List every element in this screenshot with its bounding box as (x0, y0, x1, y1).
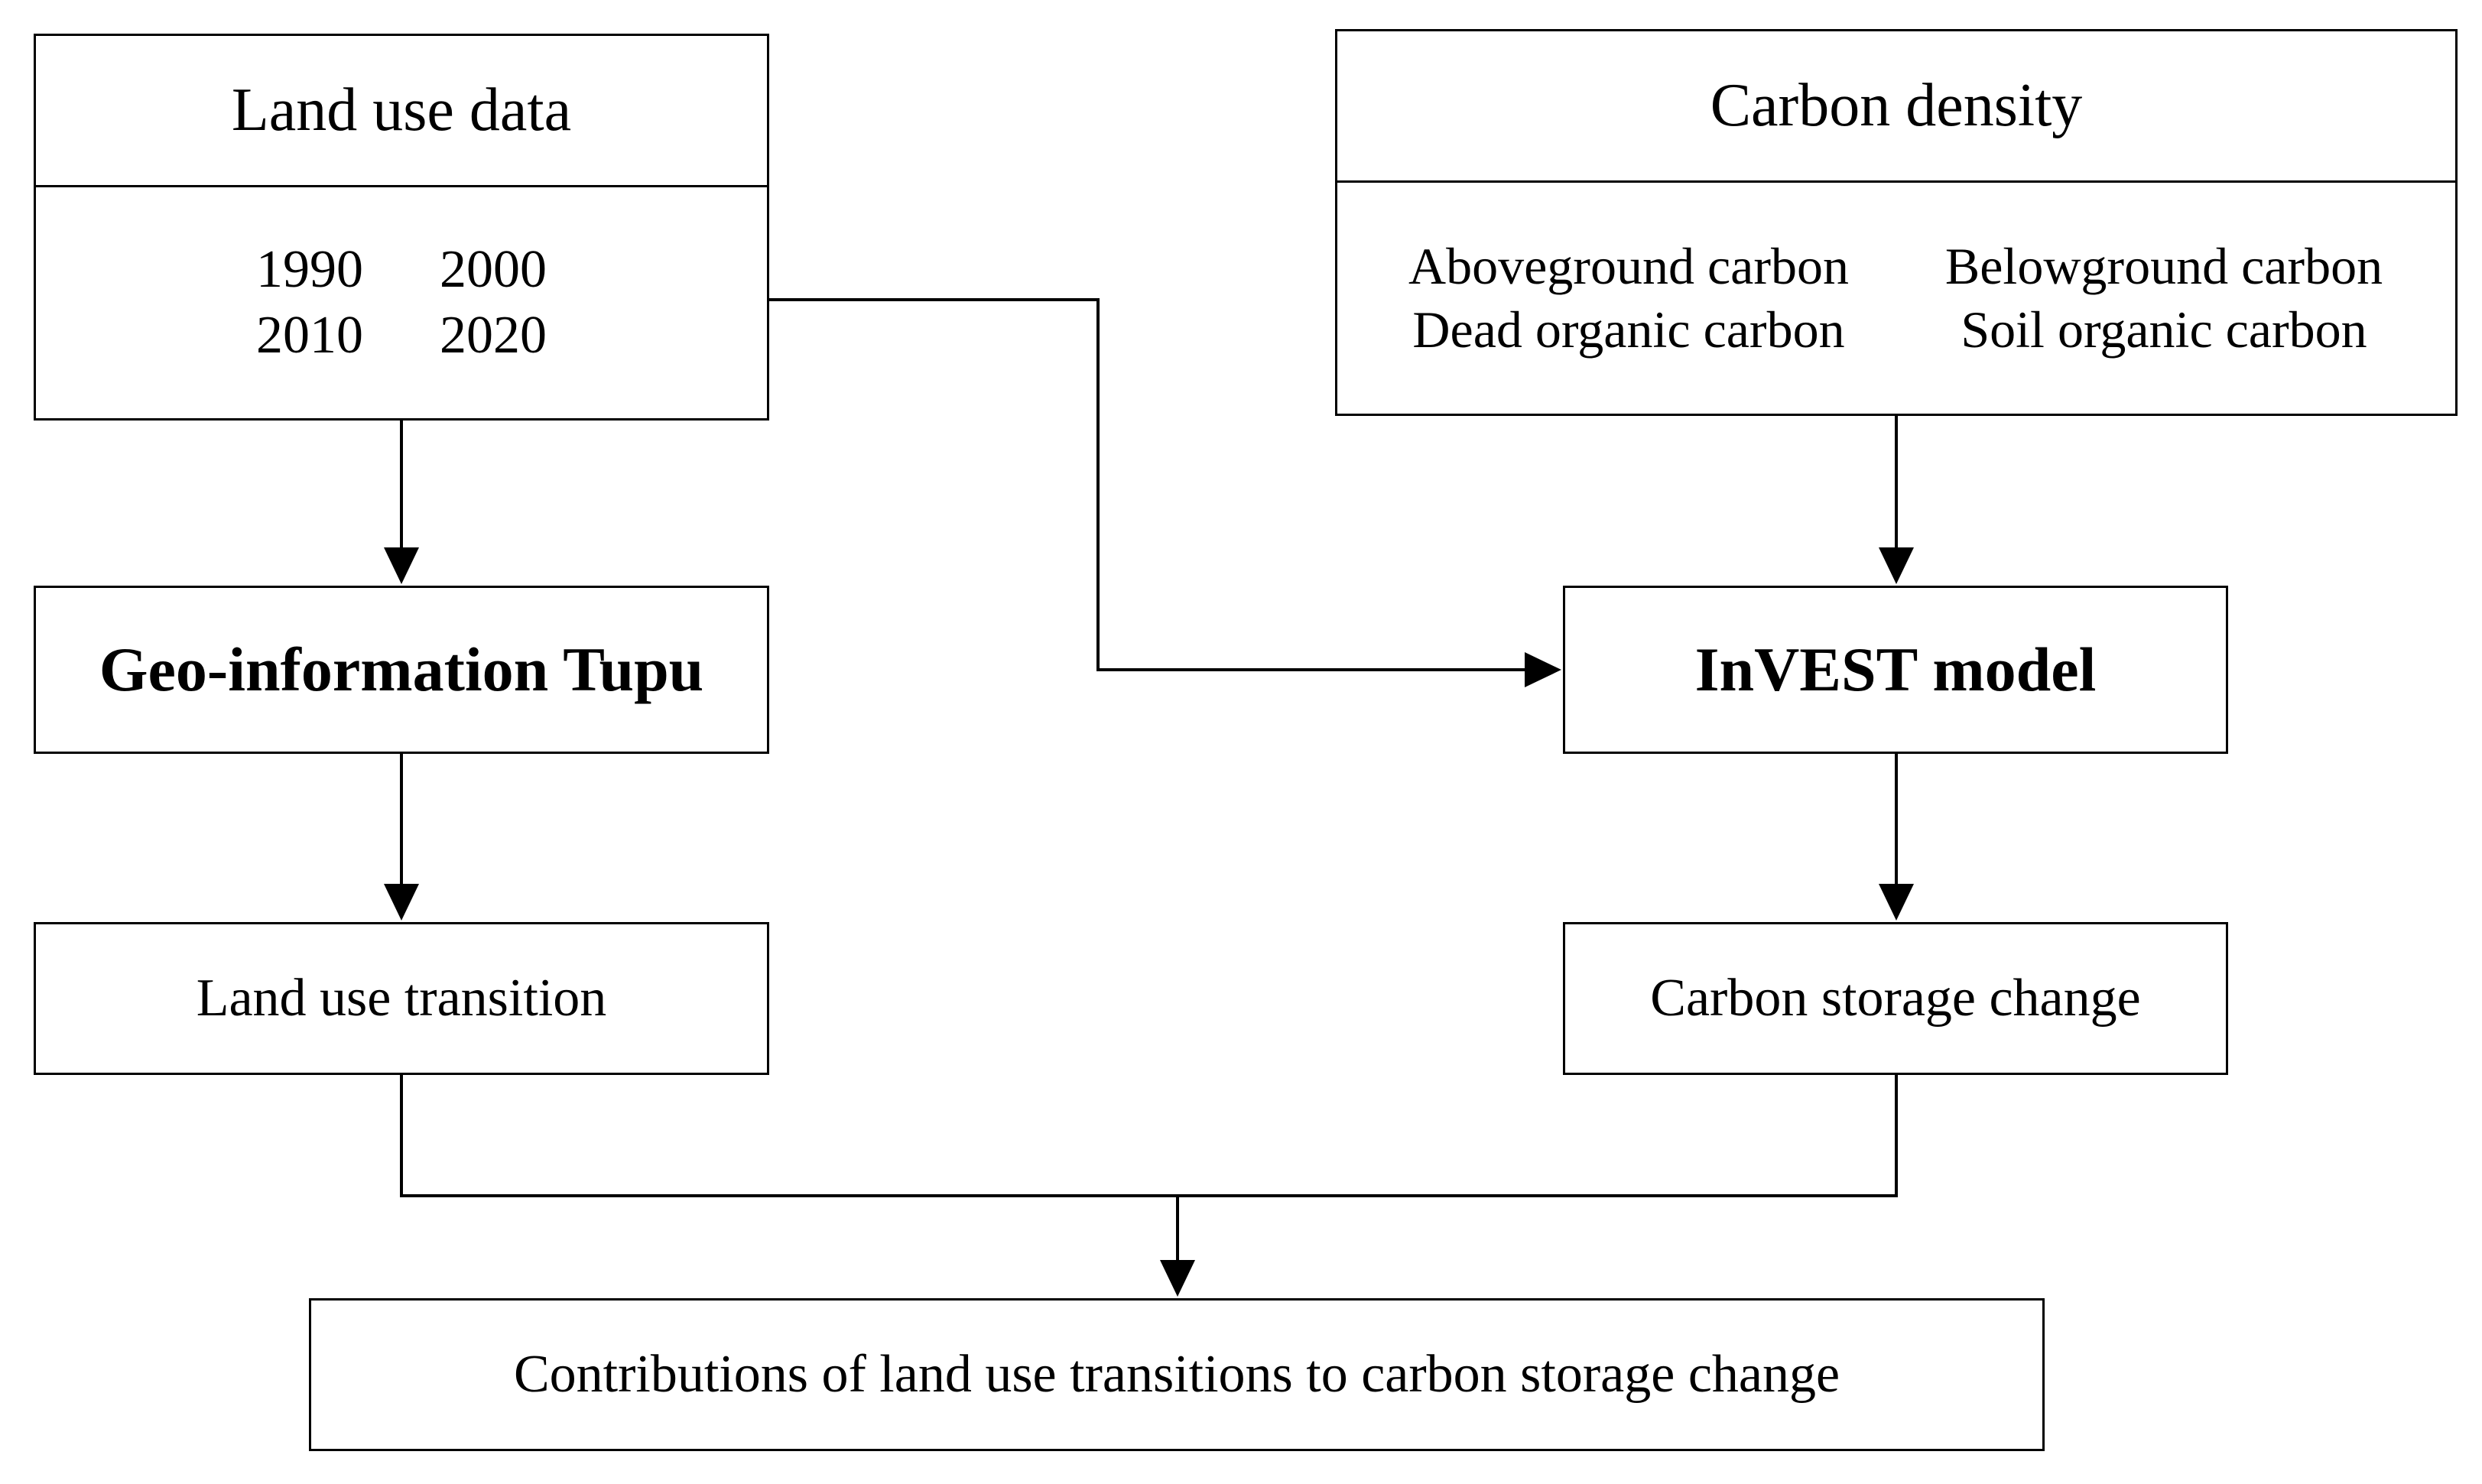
carbon-storage-change-box: Carbon storage change (1563, 922, 2228, 1075)
carbon-density-title: Carbon density (1710, 72, 2083, 139)
year-label: 2010 (256, 306, 363, 365)
geo-information-tupu-box: Geo-information Tupu (34, 586, 769, 754)
land-use-divider (36, 185, 767, 187)
carbon-pools: Aboveground carbon Belowground carbon De… (1361, 236, 2432, 360)
carbon-density-box: Carbon density Aboveground carbon Belowg… (1335, 29, 2458, 416)
carbon-pool-label: Dead organic carbon (1412, 300, 1845, 359)
land-use-years: 1990 2000 2010 2020 (218, 239, 585, 366)
arrow-landuse-to-invest (769, 298, 1525, 671)
arrowhead (1160, 1260, 1195, 1297)
arrowhead (384, 547, 419, 584)
merge-line (400, 1075, 1898, 1197)
land-use-data-title: Land use data (231, 76, 572, 144)
carbon-pool-label: Aboveground carbon (1408, 237, 1849, 295)
arrowhead (1879, 547, 1914, 584)
carbon-density-divider (1337, 180, 2455, 183)
land-use-data-box: Land use data 1990 2000 2010 2020 (34, 34, 769, 421)
land-use-transition-box: Land use transition (34, 922, 769, 1075)
invest-model-box: InVEST model (1563, 586, 2228, 754)
carbon-pool-label: Soil organic carbon (1961, 300, 2367, 359)
arrowhead (1879, 884, 1914, 921)
year-label: 1990 (256, 240, 363, 299)
arrowhead (1525, 652, 1561, 687)
year-label: 2020 (440, 306, 547, 365)
year-label: 2000 (440, 240, 547, 299)
arrowhead (384, 884, 419, 921)
contributions-box: Contributions of land use transitions to… (309, 1298, 2045, 1451)
carbon-pool-label: Belowground carbon (1944, 237, 2383, 295)
